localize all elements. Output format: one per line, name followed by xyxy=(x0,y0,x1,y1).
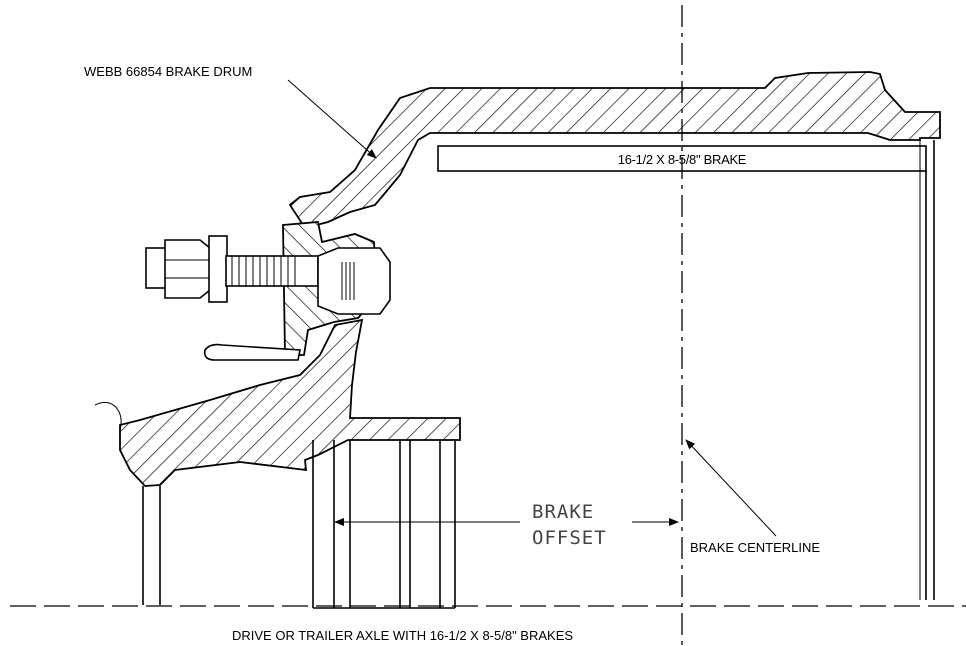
wheel-inner-rim xyxy=(142,486,161,605)
hub-lip xyxy=(203,343,301,361)
brake-drum-label: WEBB 66854 BRAKE DRUM xyxy=(84,64,252,79)
axle-caption: DRIVE OR TRAILER AXLE WITH 16-1/2 X 8-5/… xyxy=(232,628,573,643)
offset-label-line2: OFFSET xyxy=(532,527,607,549)
tire-outline xyxy=(94,401,122,431)
axle-flange xyxy=(312,440,456,609)
drum-leader-line xyxy=(287,79,377,159)
centerline-leader-line xyxy=(685,439,777,537)
centerline-label: BRAKE CENTERLINE xyxy=(690,540,820,555)
brake-drum-section xyxy=(288,71,941,230)
wheel-stud xyxy=(145,235,391,315)
wheel-hub-section xyxy=(119,318,461,487)
offset-label-line1: BRAKE xyxy=(532,501,594,523)
